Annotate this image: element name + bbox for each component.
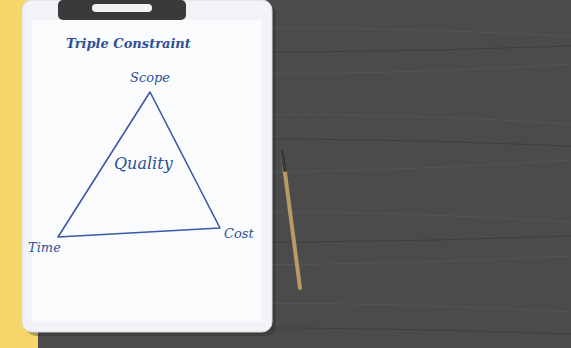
handwritten-title: Triple Constraint [66,36,191,51]
pencil [282,150,300,288]
vertex-label: Cost [224,226,254,241]
clip [58,0,186,20]
paper [32,20,262,322]
board-shadow [26,4,276,336]
vertex-label: Scope [130,70,170,85]
center-label: Quality [114,154,173,173]
pencil-tip [282,150,285,170]
triangle-node: Quality [55,88,225,240]
clipboard [22,0,272,332]
vertex-label: Time [28,240,61,255]
clip-hole [92,4,152,12]
